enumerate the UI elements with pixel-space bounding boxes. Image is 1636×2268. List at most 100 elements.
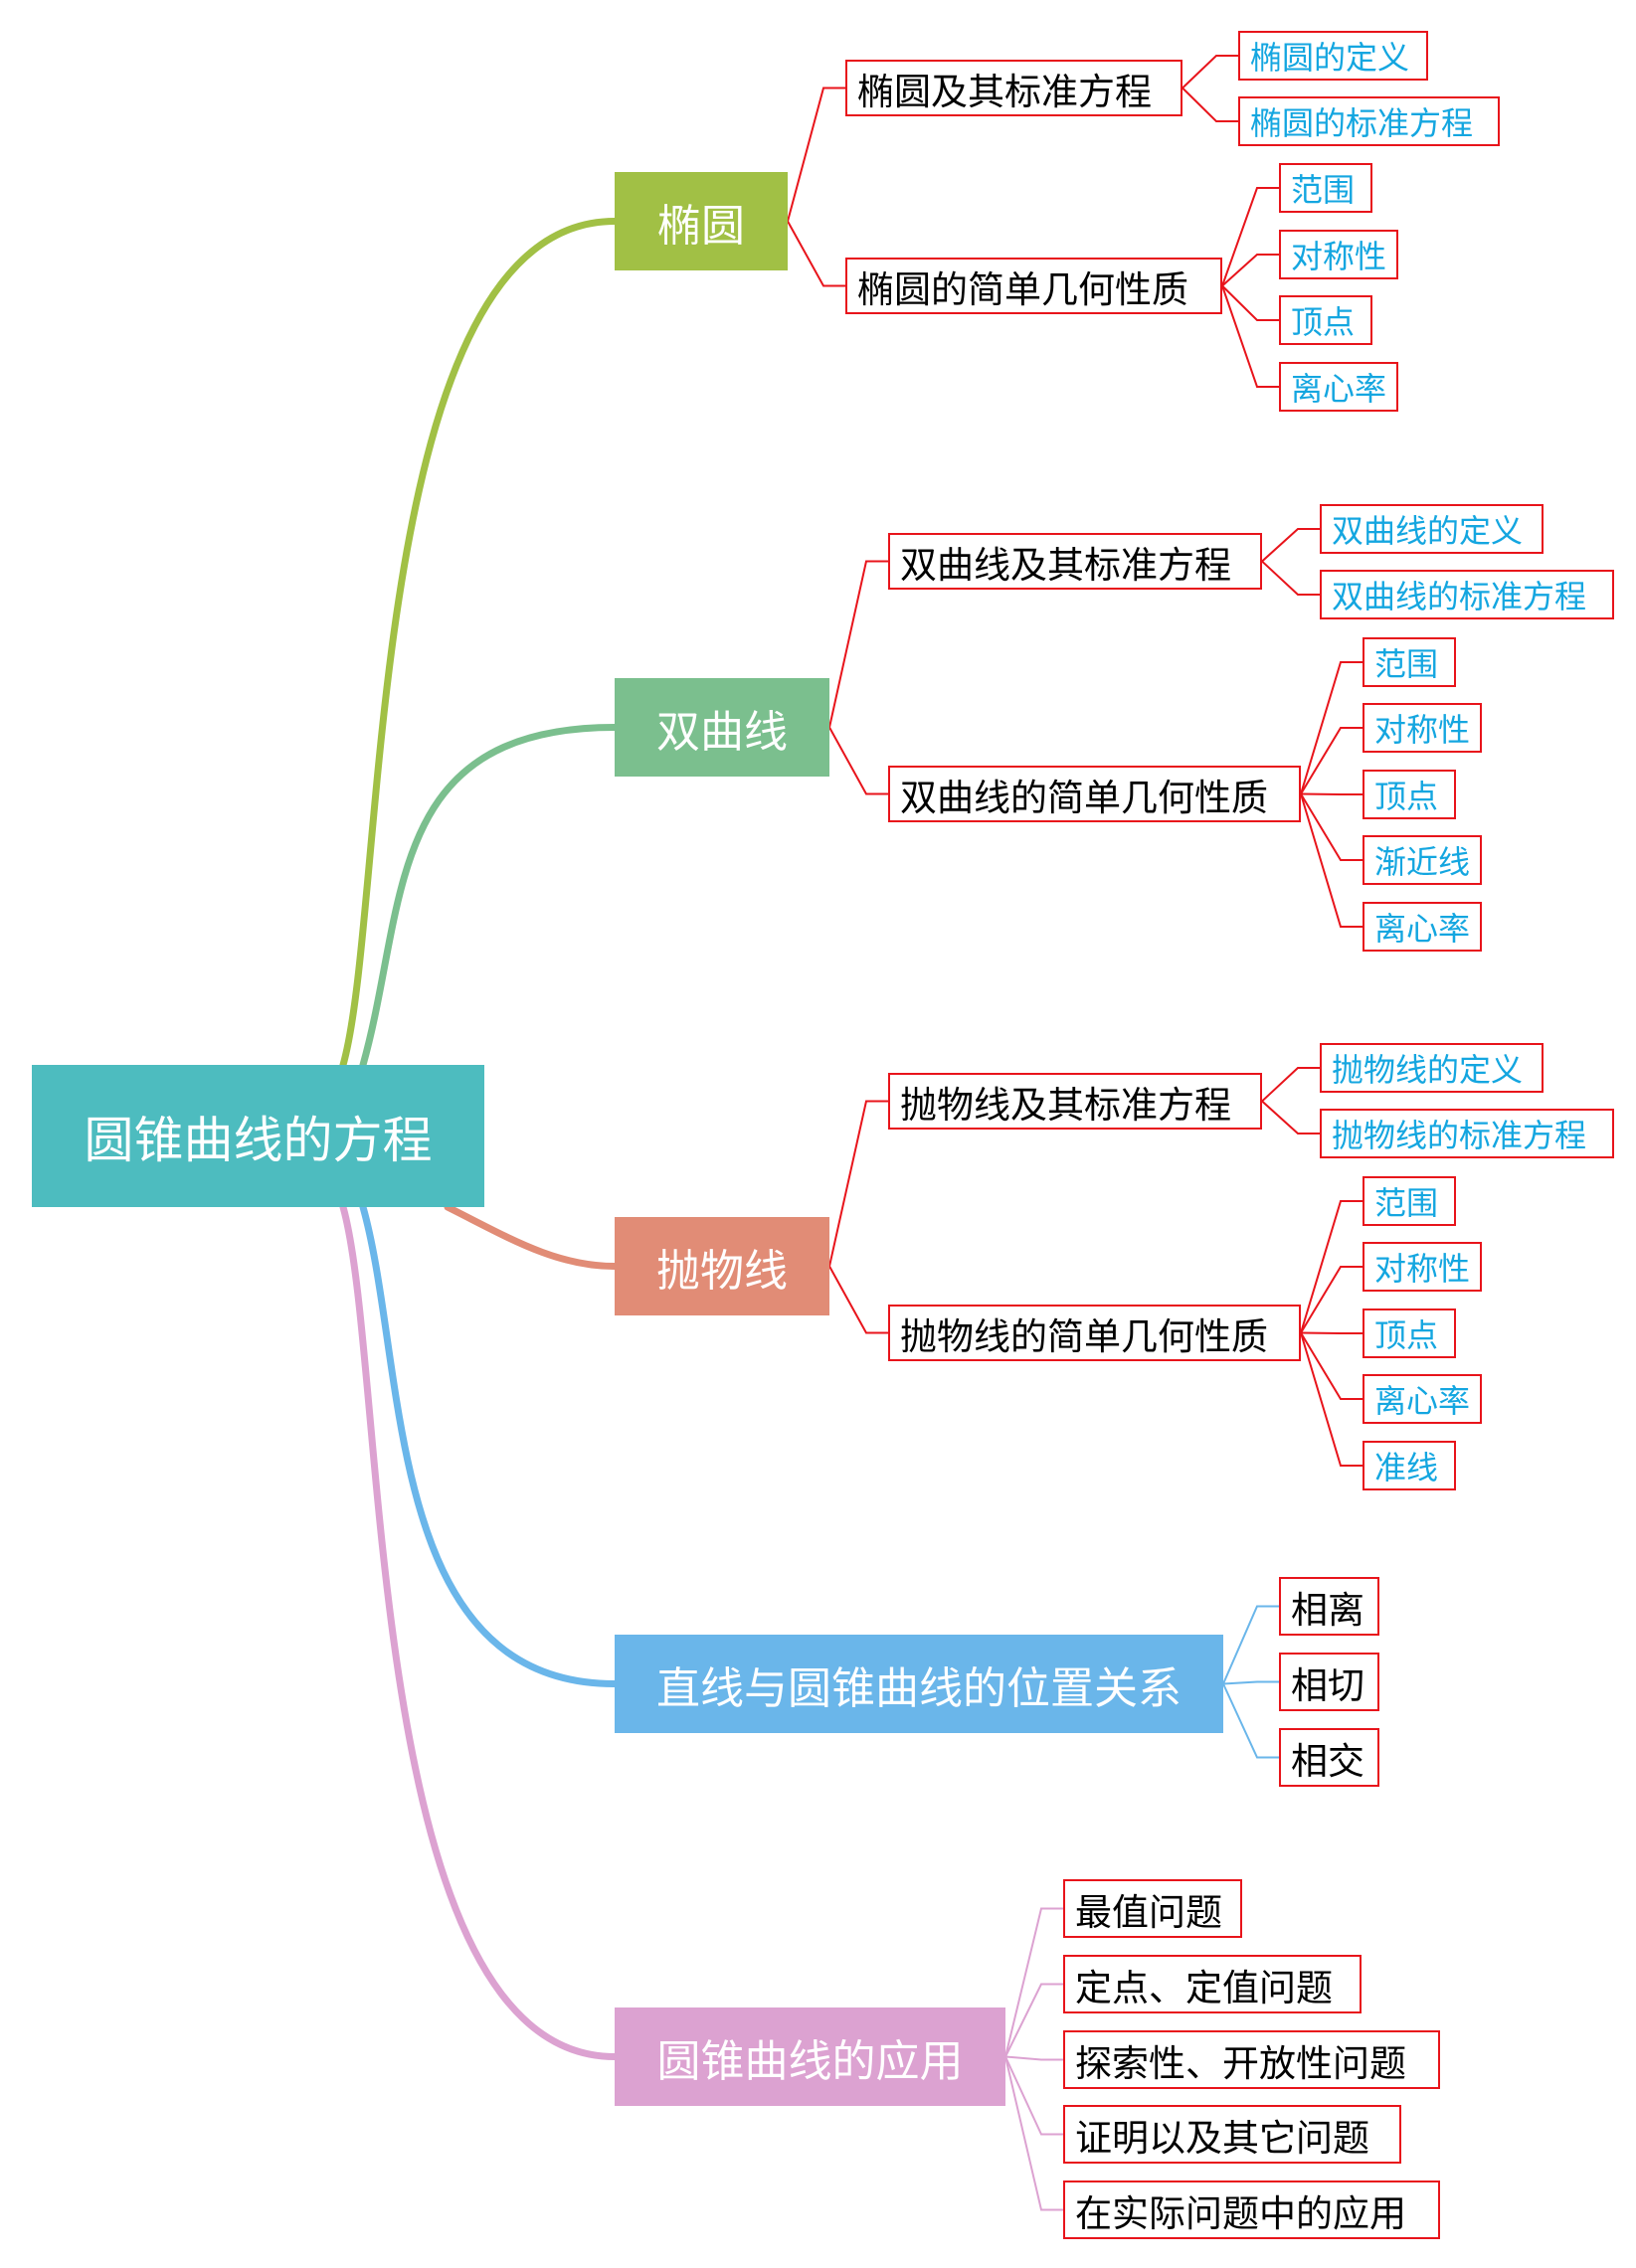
topic-label: 抛物线及其标准方程: [900, 1083, 1231, 1127]
leaf-parabola-definition[interactable]: 抛物线的定义: [1320, 1043, 1544, 1093]
child-connector: [1004, 2055, 1064, 2211]
leaf-label: 对称性: [1374, 711, 1471, 749]
leaf-label: 范围: [1374, 1184, 1439, 1222]
leaf-symmetry[interactable]: 对称性: [1363, 703, 1482, 753]
leaf-tangent[interactable]: 相切: [1279, 1653, 1379, 1711]
leaf-label: 相切: [1291, 1663, 1364, 1707]
child-connector: [1182, 87, 1239, 122]
branch-ellipse[interactable]: 椭圆: [615, 172, 788, 270]
topic-label: 椭圆的简单几何性质: [857, 267, 1188, 311]
branch-parabola[interactable]: 抛物线: [615, 1217, 829, 1315]
leaf-intersect[interactable]: 相交: [1279, 1728, 1379, 1787]
child-connector: [828, 1265, 889, 1334]
child-connector: [1221, 187, 1280, 287]
leaf-range[interactable]: 范围: [1279, 163, 1372, 213]
child-connector: [828, 726, 889, 795]
leaf-label: 相离: [1291, 1588, 1364, 1632]
leaf-label: 顶点: [1374, 1316, 1439, 1354]
branch-line-conic-relation-label: 直线与圆锥曲线的位置关系: [656, 1662, 1182, 1714]
child-connector: [1300, 661, 1363, 795]
child-connector: [787, 220, 846, 287]
topic-hyperbola-standard-equation[interactable]: 双曲线及其标准方程: [888, 533, 1262, 590]
topic-label: 椭圆及其标准方程: [857, 70, 1152, 113]
child-connector: [1261, 1067, 1321, 1103]
leaf-range[interactable]: 范围: [1363, 637, 1456, 687]
topic-ellipse-properties[interactable]: 椭圆的简单几何性质: [845, 258, 1222, 314]
leaf-range[interactable]: 范围: [1363, 1176, 1456, 1226]
leaf-vertex[interactable]: 顶点: [1279, 295, 1372, 345]
child-connector: [1300, 727, 1363, 795]
leaf-asymptote[interactable]: 渐近线: [1363, 835, 1482, 885]
child-connector: [1261, 528, 1321, 563]
child-connector: [1222, 1680, 1280, 1685]
topic-parabola-standard-equation[interactable]: 抛物线及其标准方程: [888, 1073, 1262, 1130]
child-connector: [1300, 792, 1363, 928]
leaf-directrix[interactable]: 准线: [1363, 1441, 1456, 1490]
child-connector: [1222, 1605, 1280, 1685]
leaf-separate[interactable]: 相离: [1279, 1577, 1379, 1636]
branch-parabola-label: 抛物线: [656, 1245, 788, 1297]
leaf-label: 相交: [1291, 1739, 1364, 1783]
child-connector: [1004, 1907, 1064, 2058]
branch-line-conic-relation[interactable]: 直线与圆锥曲线的位置关系: [615, 1635, 1223, 1733]
leaf-label: 离心率: [1374, 1382, 1471, 1420]
branch-hyperbola-label: 双曲线: [656, 706, 788, 758]
leaf-hyperbola-definition[interactable]: 双曲线的定义: [1320, 504, 1544, 554]
child-connector: [1222, 1682, 1280, 1759]
leaf-proof-other-problems[interactable]: 证明以及其它问题: [1063, 2105, 1401, 2164]
child-connector: [1004, 2055, 1064, 2061]
child-connector: [1300, 1331, 1363, 1334]
child-connector: [828, 560, 889, 729]
leaf-label: 证明以及其它问题: [1075, 2116, 1369, 2160]
leaf-eccentricity[interactable]: 离心率: [1363, 1374, 1482, 1424]
leaf-ellipse-definition[interactable]: 椭圆的定义: [1238, 31, 1428, 81]
root-connector: [339, 1203, 619, 2060]
leaf-ellipse-standard-equation[interactable]: 椭圆的标准方程: [1238, 96, 1500, 146]
leaf-extremum-problems[interactable]: 最值问题: [1063, 1879, 1242, 1938]
leaf-symmetry[interactable]: 对称性: [1279, 230, 1398, 279]
child-connector: [1300, 792, 1363, 861]
leaf-fixed-point-value-problems[interactable]: 定点、定值问题: [1063, 1955, 1362, 2013]
leaf-eccentricity[interactable]: 离心率: [1363, 902, 1482, 952]
branch-ellipse-label: 椭圆: [657, 200, 745, 252]
leaf-symmetry[interactable]: 对称性: [1363, 1242, 1482, 1292]
leaf-label: 在实际问题中的应用: [1075, 2191, 1406, 2235]
child-connector: [787, 87, 846, 223]
root-topic[interactable]: 圆锥曲线的方程: [32, 1065, 484, 1207]
topic-ellipse-standard-equation[interactable]: 椭圆及其标准方程: [845, 60, 1182, 116]
child-connector: [1300, 1331, 1363, 1467]
branch-applications-label: 圆锥曲线的应用: [656, 2035, 964, 2087]
child-connector: [1221, 284, 1280, 321]
child-connector: [1004, 1983, 1064, 2058]
topic-parabola-properties[interactable]: 抛物线的简单几何性质: [888, 1305, 1301, 1361]
root-connector: [359, 1203, 619, 1687]
branch-hyperbola[interactable]: 双曲线: [615, 678, 829, 777]
leaf-label: 椭圆的标准方程: [1250, 104, 1474, 142]
topic-label: 抛物线的简单几何性质: [900, 1314, 1268, 1358]
topic-hyperbola-properties[interactable]: 双曲线的简单几何性质: [888, 766, 1301, 822]
topic-label: 双曲线的简单几何性质: [900, 776, 1268, 819]
child-connector: [1182, 55, 1239, 89]
leaf-label: 对称性: [1291, 238, 1387, 275]
root-connector: [339, 218, 619, 1069]
leaf-label: 抛物线的定义: [1332, 1051, 1524, 1089]
child-connector: [1221, 284, 1280, 388]
leaf-label: 最值问题: [1075, 1890, 1222, 1934]
leaf-exploratory-open-problems[interactable]: 探索性、开放性问题: [1063, 2030, 1440, 2089]
leaf-vertex[interactable]: 顶点: [1363, 1308, 1456, 1358]
leaf-parabola-standard-equation[interactable]: 抛物线的标准方程: [1320, 1109, 1614, 1158]
leaf-label: 范围: [1374, 645, 1439, 683]
root-connector: [444, 1203, 619, 1270]
leaf-label: 定点、定值问题: [1075, 1966, 1333, 2009]
child-connector: [1004, 2055, 1064, 2136]
root-connector: [359, 724, 619, 1069]
leaf-vertex[interactable]: 顶点: [1363, 770, 1456, 819]
leaf-label: 双曲线的标准方程: [1332, 578, 1587, 615]
leaf-practical-applications[interactable]: 在实际问题中的应用: [1063, 2181, 1440, 2239]
branch-applications[interactable]: 圆锥曲线的应用: [615, 2007, 1005, 2106]
leaf-label: 双曲线的定义: [1332, 512, 1524, 550]
leaf-label: 离心率: [1291, 370, 1387, 408]
leaf-hyperbola-standard-equation[interactable]: 双曲线的标准方程: [1320, 570, 1614, 619]
leaf-eccentricity[interactable]: 离心率: [1279, 362, 1398, 412]
